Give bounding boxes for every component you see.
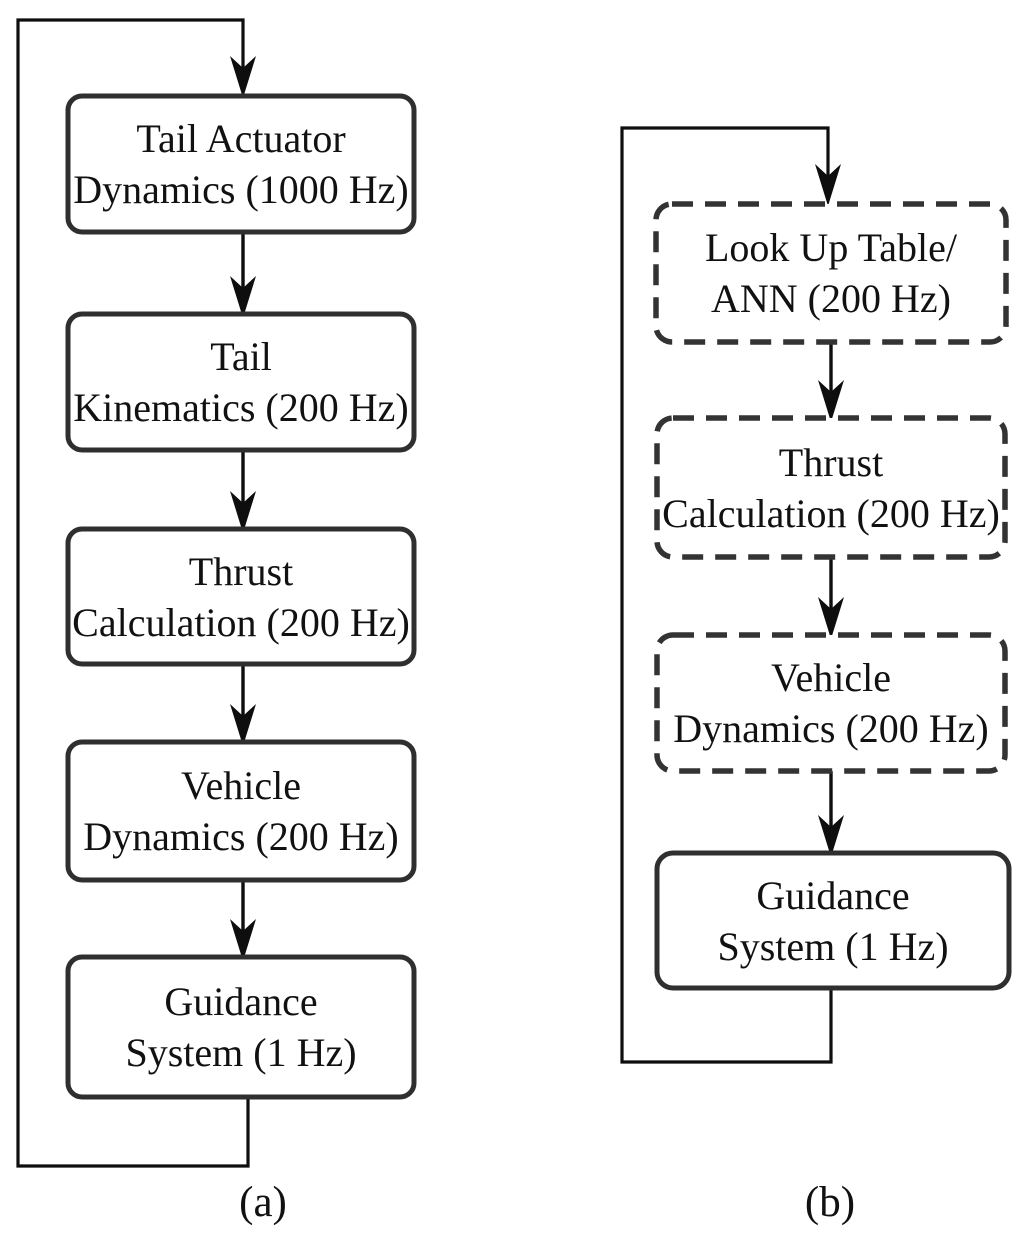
box-text-line: Guidance bbox=[756, 872, 910, 918]
panel-caption-b: (b) bbox=[804, 1179, 856, 1226]
panel-a-flow bbox=[16, 18, 417, 1168]
box-text-line: ANN (200 Hz) bbox=[711, 276, 951, 321]
panel-caption-a: (a) bbox=[239, 1179, 287, 1226]
flow-box-vehicle-dynamics-b: Vehicle Dynamics (200 Hz) bbox=[657, 635, 1005, 771]
box-outline-guidance-system-b bbox=[654, 850, 1012, 991]
box-outline-tail-kinematics bbox=[65, 311, 417, 453]
box-text-line: Thrust bbox=[188, 548, 294, 594]
box-text-line: Dynamics (200 Hz) bbox=[673, 706, 989, 751]
box-text-line: Tail Actuator bbox=[136, 116, 346, 161]
flow-box-tail-actuator-dynamics: Tail Actuator Dynamics (1000 Hz) bbox=[68, 96, 414, 232]
box-text-line: Calculation (200 Hz) bbox=[72, 599, 410, 645]
box-text-line: Guidance bbox=[164, 979, 318, 1024]
box-text-line: System (1 Hz) bbox=[717, 923, 949, 969]
box-text-line: Look Up Table/ bbox=[705, 225, 957, 270]
box-outline-lookup-table-ann bbox=[653, 201, 1009, 345]
flow-box-guidance-system-b: Guidance System (1 Hz) bbox=[657, 853, 1009, 988]
feedback-loop-line-a bbox=[16, 18, 250, 1168]
box-text-line: Calculation (200 Hz) bbox=[662, 490, 1000, 536]
feedback-loop-line-b bbox=[620, 126, 833, 1064]
box-outline-vehicle-dynamics-b bbox=[654, 632, 1008, 774]
box-text-line: Dynamics (1000 Hz) bbox=[73, 167, 409, 212]
box-outline-vehicle-dynamics-a bbox=[65, 739, 417, 883]
box-outline-thrust-calculation-b bbox=[654, 415, 1008, 560]
box-outline-guidance-system-a bbox=[65, 954, 417, 1100]
panel-b-flow bbox=[620, 126, 1012, 1064]
box-text-line: Kinematics (200 Hz) bbox=[73, 385, 409, 430]
box-text-line: Vehicle bbox=[181, 763, 301, 808]
box-outline-thrust-calculation-a bbox=[65, 526, 417, 667]
flow-box-thrust-calculation-b: Thrust Calculation (200 Hz) bbox=[657, 418, 1005, 557]
flow-box-tail-kinematics: Tail Kinematics (200 Hz) bbox=[68, 314, 414, 450]
box-text-line: Dynamics (200 Hz) bbox=[83, 814, 399, 859]
flow-box-guidance-system-a: Guidance System (1 Hz) bbox=[68, 957, 414, 1097]
flow-box-thrust-calculation-a: Thrust Calculation (200 Hz) bbox=[68, 529, 414, 664]
box-text-line: Tail bbox=[210, 334, 272, 379]
box-outline-tail-actuator-dynamics bbox=[65, 93, 417, 235]
box-text-line: Vehicle bbox=[771, 655, 891, 700]
flow-box-vehicle-dynamics-a: Vehicle Dynamics (200 Hz) bbox=[68, 742, 414, 880]
flow-box-lookup-table-ann: Look Up Table/ ANN (200 Hz) bbox=[656, 204, 1006, 342]
box-text-line: System (1 Hz) bbox=[125, 1030, 357, 1075]
box-text-line: Thrust bbox=[778, 439, 884, 485]
